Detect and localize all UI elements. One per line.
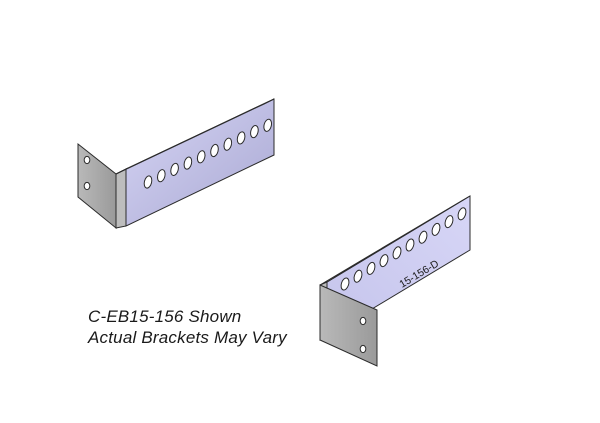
caption-model-line: C-EB15-156 Shown <box>88 307 242 326</box>
slot-hole <box>340 277 350 291</box>
slot-hole <box>223 137 233 151</box>
slot-hole <box>183 156 193 170</box>
slot-hole <box>431 222 441 236</box>
slot-hole <box>170 162 179 176</box>
slot-hole <box>263 118 273 132</box>
upper-bracket-top-edge <box>115 98 275 175</box>
slot-hole <box>366 261 376 275</box>
slot-hole <box>405 238 415 252</box>
slot-hole <box>392 246 402 260</box>
slot-hole <box>210 143 219 158</box>
upper-bracket-slots <box>143 118 273 189</box>
slot-hole <box>444 215 454 229</box>
slot-hole <box>353 269 363 283</box>
upper-bracket <box>77 98 275 230</box>
upper-flange-hole <box>83 155 91 165</box>
lower-bracket-slots <box>340 207 467 291</box>
slot-hole <box>196 150 206 164</box>
lower-flange-hole <box>359 344 367 354</box>
slot-hole <box>379 254 389 268</box>
slot-hole <box>418 230 428 244</box>
caption-disclaimer-line: Actual Brackets May Vary <box>88 328 287 347</box>
upper-bracket-bend <box>115 168 127 229</box>
upper-flange-hole <box>83 181 91 191</box>
lower-flange-hole <box>359 316 367 326</box>
slot-hole <box>250 125 259 139</box>
slot-hole <box>236 131 246 145</box>
slot-hole <box>156 169 166 183</box>
slot-hole <box>457 207 467 221</box>
slot-hole <box>143 175 153 189</box>
lower-bracket: 15-156-D <box>319 195 471 367</box>
